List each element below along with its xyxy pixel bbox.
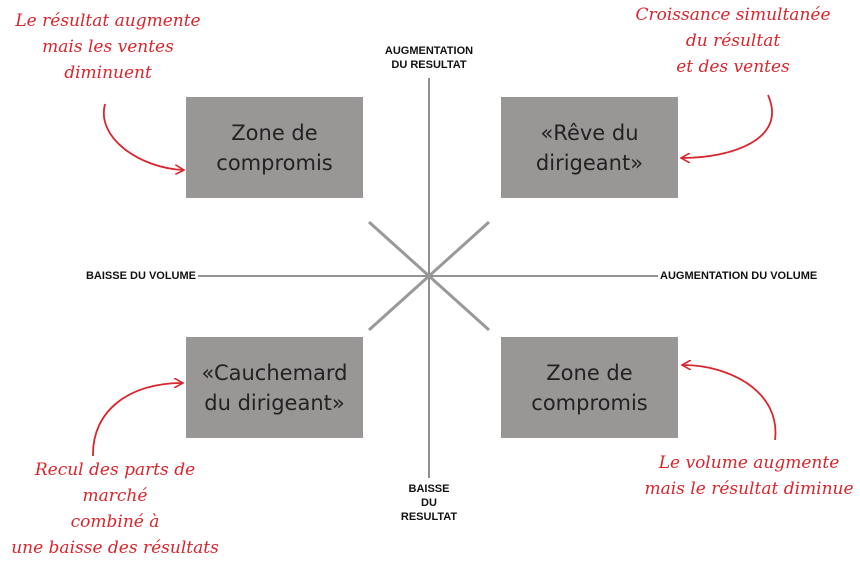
axis-label-top-line-2: DU RESULTAT — [391, 59, 467, 71]
arrow-bottom-left — [92, 383, 182, 457]
annotation-top-left: Le résultat augmente mais les ventes dim… — [4, 8, 212, 86]
axis-label-bottom: BAISSE DU RESULTAT — [379, 482, 479, 524]
annotation-bottom-left-line-1: Recul des parts de marché — [34, 460, 196, 506]
annotation-top-right-line-1: Croissance simultanée — [635, 5, 831, 25]
quadrant-top-right-line-1: «Rêve du — [540, 120, 639, 145]
diagonal-line-2 — [367, 220, 491, 332]
annotation-bottom-left-line-2: combiné à — [70, 512, 160, 532]
arrow-bottom-right — [683, 365, 777, 441]
annotation-top-left-line-3: diminuent — [64, 63, 152, 83]
annotation-bottom-right: Le volume augmente mais le résultat dimi… — [640, 450, 858, 502]
axis-label-top-line-1: AUGMENTATION — [384, 45, 474, 57]
annotation-top-left-line-2: mais les ventes — [42, 37, 174, 57]
annotation-bottom-right-line-2: mais le résultat diminue — [644, 479, 854, 499]
axis-label-bottom-line-3: RESULTAT — [400, 511, 458, 523]
axis-label-left: BAISSE DU VOLUME — [85, 270, 196, 282]
quadrant-box-bottom-right: Zone de compromis — [501, 337, 678, 438]
quadrant-bottom-right-line-2: compromis — [531, 390, 648, 415]
annotation-bottom-right-line-1: Le volume augmente — [658, 453, 840, 473]
quadrant-bottom-left-line-1: «Cauchemard — [201, 360, 348, 385]
annotation-bottom-left-line-3: une baisse des résultats — [11, 538, 219, 558]
quadrant-top-left-line-1: Zone de — [231, 120, 318, 145]
annotation-top-left-line-1: Le résultat augmente — [15, 11, 201, 31]
annotation-top-right-line-2: du résultat — [685, 31, 781, 51]
annotation-top-right: Croissance simultanée du résultat et des… — [618, 2, 848, 80]
arrow-top-right — [682, 94, 773, 158]
annotation-top-right-line-3: et des ventes — [676, 57, 790, 77]
quadrant-box-bottom-left: «Cauchemard du dirigeant» — [186, 337, 363, 438]
quadrant-box-top-right: «Rêve du dirigeant» — [501, 97, 678, 198]
quadrant-box-top-left: Zone de compromis — [186, 97, 363, 198]
axis-label-bottom-line-1: BAISSE — [408, 483, 450, 495]
axis-label-top: AUGMENTATION DU RESULTAT — [369, 44, 489, 72]
axis-label-bottom-line-2: DU — [421, 497, 437, 509]
quadrant-bottom-right-line-1: Zone de — [546, 360, 633, 385]
annotation-bottom-left: Recul des parts de marché combiné à une … — [0, 457, 230, 561]
arrow-top-left — [102, 103, 183, 170]
quadrant-top-right-line-2: dirigeant» — [535, 150, 644, 175]
quadrant-top-left-line-2: compromis — [216, 150, 333, 175]
axis-label-right: AUGMENTATION DU VOLUME — [660, 270, 818, 282]
quadrant-bottom-left-line-2: du dirigeant» — [204, 390, 345, 415]
